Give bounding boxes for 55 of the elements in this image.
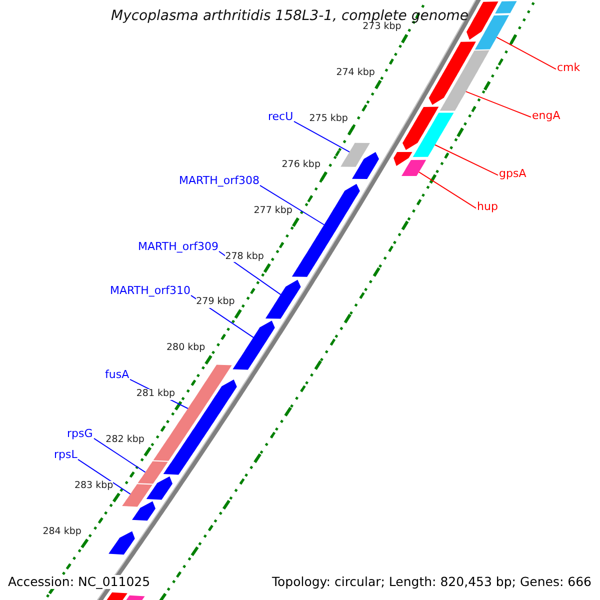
scale-label: 275 kbp xyxy=(309,114,348,125)
accession-text: Accession: NC_011025 xyxy=(8,575,150,590)
leader-line xyxy=(218,250,282,296)
gene-label: hup xyxy=(477,200,498,214)
leader-line xyxy=(94,438,146,473)
gene-feature xyxy=(132,501,156,521)
gene-feature xyxy=(340,142,370,167)
scale-label: 282 kbp xyxy=(106,435,144,446)
gene-feature xyxy=(402,106,439,150)
gene-feature xyxy=(402,160,426,176)
scale-label: 281 kbp xyxy=(136,389,176,400)
gene-feature xyxy=(232,320,275,370)
scale-label: 280 kbp xyxy=(166,343,206,354)
gene-feature xyxy=(412,112,454,157)
scale-label: 274 kbp xyxy=(336,68,375,79)
gene-feature xyxy=(146,476,172,500)
gene-feature xyxy=(394,152,412,166)
genome-stats-text: Topology: circular; Length: 820,453 bp; Genes: 666 xyxy=(272,575,592,590)
leader-line xyxy=(294,120,350,152)
gene-feature xyxy=(122,484,152,507)
gene-label: cmk xyxy=(557,62,580,74)
gene-label: rpsL xyxy=(54,448,78,462)
scale-label: 279 kbp xyxy=(196,297,235,308)
gene-label: recU xyxy=(268,110,294,124)
leader-line xyxy=(78,458,131,495)
leader-line xyxy=(260,184,325,226)
leader-line xyxy=(465,91,532,118)
scale-label: 273 kbp xyxy=(362,22,402,34)
gene-label: fusA xyxy=(105,368,130,382)
scale-label: 283 kbp xyxy=(74,481,114,492)
scale-label: 276 kbp xyxy=(282,160,320,171)
gene-feature xyxy=(466,2,498,40)
gene-label: rpsG xyxy=(67,428,93,440)
gene-feature xyxy=(108,531,135,555)
gene-label: MARTH_orf309 xyxy=(138,240,218,254)
gene-feature xyxy=(292,184,360,277)
gene-feature xyxy=(138,461,168,484)
gene-feature xyxy=(474,15,510,50)
gene-feature xyxy=(153,364,232,461)
gene-label: engA xyxy=(532,110,560,122)
leader-line xyxy=(496,36,556,70)
gene-feature xyxy=(440,50,490,111)
gene-feature xyxy=(266,280,301,319)
leader-line xyxy=(434,144,498,176)
gene-feature xyxy=(352,152,379,179)
scale-label: 284 kbp xyxy=(42,526,82,538)
gene-label: MARTH_orf310 xyxy=(110,284,190,298)
leader-line xyxy=(418,172,476,209)
gene-feature xyxy=(428,42,476,105)
gene-label: MARTH_orf308 xyxy=(179,174,260,188)
scale-label: 277 kbp xyxy=(254,206,292,217)
gene-label: gpsA xyxy=(499,168,526,180)
scale-label: 278 kbp xyxy=(225,252,264,262)
title-text: Mycoplasma arthritidis 158L3-1, complete genome xyxy=(111,8,469,24)
gene-feature xyxy=(495,1,517,14)
